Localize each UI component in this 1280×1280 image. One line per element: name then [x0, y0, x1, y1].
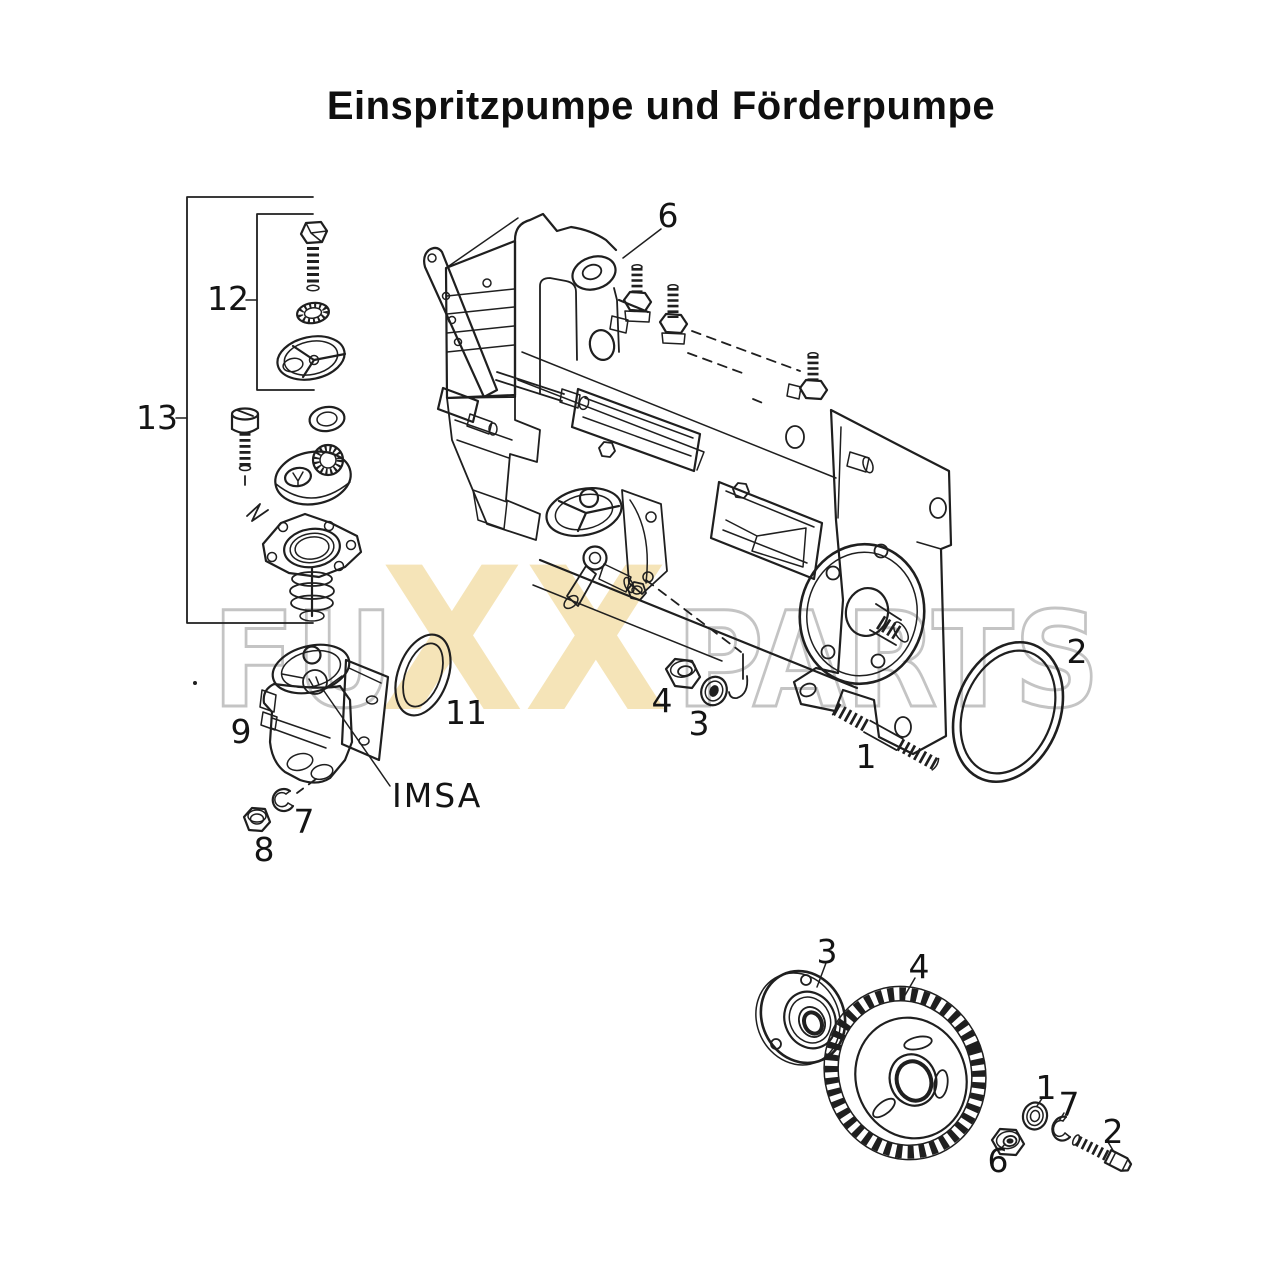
washer-3-drawing — [700, 675, 728, 707]
bracket-group-12 — [245, 213, 315, 391]
callout-6-bottom: 6 — [988, 1141, 1009, 1180]
bolt-12-drawing — [299, 220, 329, 292]
callout-13: 13 — [136, 398, 178, 437]
callout-7-top: 7 — [294, 802, 315, 841]
break-mark — [246, 503, 269, 522]
screw-13-drawing — [230, 407, 260, 491]
gasket-13-drawing — [261, 512, 363, 579]
leader-line-washer — [645, 579, 749, 700]
spoked-disc-12-drawing — [276, 335, 347, 381]
o-ring-11-drawing — [394, 633, 452, 717]
o-ring-2-drawing — [951, 640, 1065, 784]
callout-labels: 6 12 13 9 IMSA 7 8 11 4 3 1 2 3 4 1 7 6 … — [136, 196, 1124, 1180]
callout-8: 8 — [254, 830, 275, 869]
callout-11: 11 — [445, 693, 487, 732]
nut-6-drawing — [990, 1127, 1026, 1157]
feed-pump-drawing — [259, 643, 390, 784]
callout-12: 12 — [207, 279, 249, 318]
injection-pump-drawing — [423, 212, 953, 756]
valve-spring-13-drawing — [289, 566, 335, 622]
stray-dot — [193, 681, 197, 685]
nut-4-drawing — [664, 657, 702, 690]
callout-leaders — [296, 228, 1115, 1153]
bolt-2-drawing — [1071, 1134, 1133, 1172]
callout-4-bottom: 4 — [909, 947, 930, 986]
callout-2-top: 2 — [1067, 632, 1088, 671]
callout-3-bottom: 3 — [817, 932, 838, 971]
bracket-group-13 — [175, 196, 314, 624]
ring-nut-12-drawing — [295, 301, 331, 325]
hub-flange-3-drawing — [755, 969, 847, 1066]
callout-7-bottom: 7 — [1059, 1085, 1080, 1124]
callout-9: 9 — [231, 712, 252, 751]
callout-1-bottom: 1 — [1036, 1068, 1057, 1107]
callout-4-top: 4 — [652, 681, 673, 720]
nut-8-drawing — [242, 806, 272, 833]
watermark-middle: XX — [380, 525, 668, 756]
washer-13-drawing — [308, 405, 346, 433]
page-title: Einspritzpumpe und Förderpumpe — [326, 84, 996, 128]
stud-1-drawing — [831, 702, 940, 771]
callout-6-top: 6 — [658, 196, 679, 235]
callout-1-top: 1 — [856, 737, 877, 776]
gear-4-drawing — [823, 985, 987, 1161]
callout-3-top: 3 — [689, 704, 710, 743]
callout-2-bottom: 2 — [1103, 1112, 1124, 1151]
circlip-7-drawing — [271, 788, 295, 813]
callout-imsa: IMSA — [392, 776, 482, 815]
rotor-13-drawing — [274, 443, 352, 506]
